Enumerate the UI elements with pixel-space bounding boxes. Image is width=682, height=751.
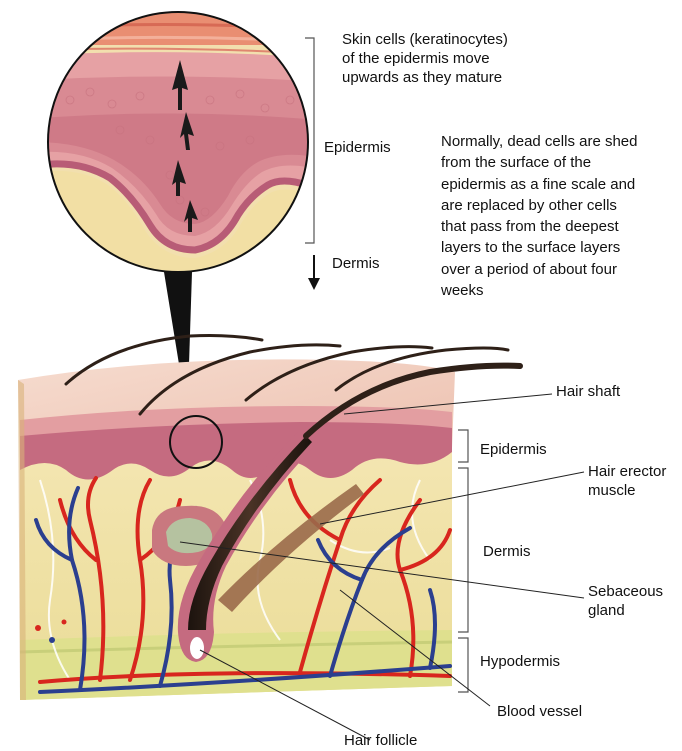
hair-shaft-label: Hair shaft [556,382,620,401]
shedding-note: Normally, dead cells are shed from the s… [441,131,637,301]
blood-vessel-label: Blood vessel [497,702,582,721]
keratinocytes-callout: Skin cells (keratinocytes) of the epider… [342,30,508,88]
hypodermis-label: Hypodermis [480,652,560,671]
dermis-down-arrow-icon [308,255,320,290]
dermis-label: Dermis [483,542,531,561]
hair-erector-muscle-label: Hair erector muscle [588,462,666,500]
sebaceous-gland-label: Sebaceous gland [588,582,663,620]
skin-block-illustration [18,336,520,701]
layer-brackets [458,430,468,692]
dermis-top-label: Dermis [332,254,380,273]
epidermis-label: Epidermis [480,440,547,459]
epidermis-top-label: Epidermis [324,138,391,157]
hair-follicle-label: Hair follicle [344,731,417,750]
